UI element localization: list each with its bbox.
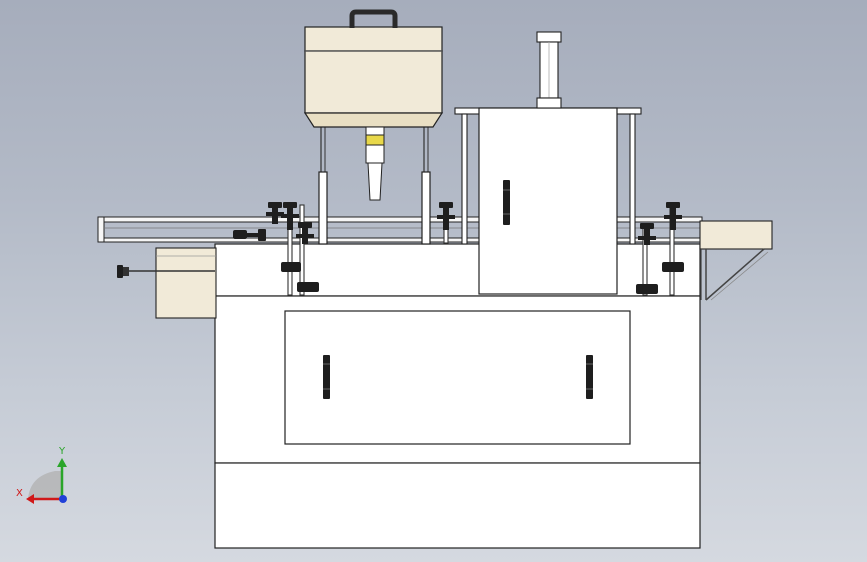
door-handle-left[interactable]	[323, 355, 330, 399]
clamp-block-left-lower[interactable]	[281, 262, 319, 292]
hopper-tank	[303, 26, 444, 128]
triad-plane-icon	[28, 471, 62, 499]
adjustment-knob-right-1[interactable]	[638, 223, 656, 245]
adjustment-knob-left-2[interactable]	[281, 202, 299, 230]
hopper-handle-icon[interactable]	[349, 9, 398, 28]
z-axis-dot-icon	[59, 495, 67, 503]
adjustment-knob-left-3[interactable]	[296, 222, 314, 244]
right-tall-cabinet	[478, 107, 618, 295]
clamp-knob-left[interactable]	[233, 229, 266, 241]
hopper-support-frame	[318, 127, 431, 245]
adjustment-knob-center[interactable]	[437, 202, 455, 230]
left-side-box	[155, 247, 217, 319]
main-cabinet	[214, 243, 701, 549]
filling-nozzle	[365, 126, 385, 201]
adjustment-knob-right-2[interactable]	[664, 202, 682, 230]
y-axis-label: Y	[58, 446, 66, 457]
conveyor-left-end	[97, 216, 105, 243]
coordinate-triad: X Y	[16, 446, 67, 504]
nozzle-yellow-band-icon	[365, 134, 385, 146]
left-tension-rod[interactable]	[117, 265, 215, 278]
cabinet-latch[interactable]	[503, 180, 510, 225]
right-outfeed-table	[699, 220, 773, 301]
x-axis-label: X	[16, 488, 23, 499]
door-handle-right[interactable]	[586, 355, 593, 399]
cabinet-door-panel[interactable]	[284, 310, 631, 445]
adjustment-knob-left-1[interactable]	[266, 202, 284, 224]
clamp-block-right-lower[interactable]	[636, 262, 684, 294]
cabinet-lower	[214, 462, 701, 549]
pneumatic-cylinder	[536, 31, 562, 109]
